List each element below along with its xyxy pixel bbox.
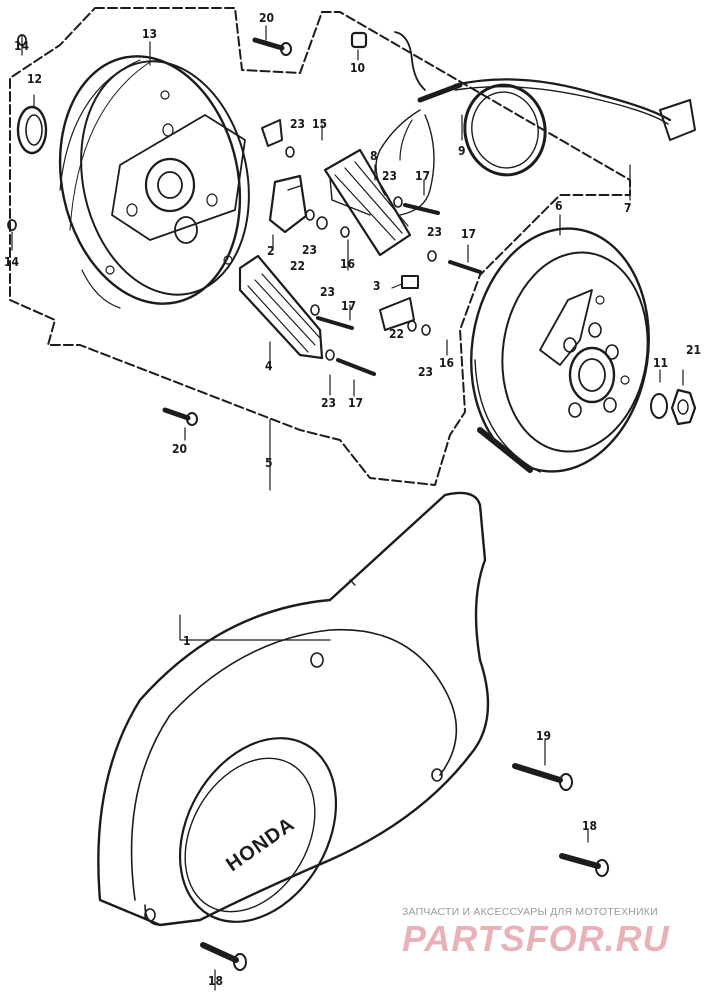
screw-part [316,203,482,376]
cover-brand-text: HONDA [222,813,299,876]
callout-label: 13 [142,27,158,41]
o-ring-part [7,219,17,231]
callout-label: 15 [312,117,328,131]
bolt-part [512,763,573,791]
callout-label: 23 [427,225,443,239]
bolt-part [252,37,292,56]
callout-label: 6 [555,199,563,213]
callout-label: 23 [418,365,434,379]
callout-label: 14 [4,255,20,269]
callout-label: 7 [624,201,632,215]
callout-label: 17 [348,396,364,410]
washer-part [285,146,437,361]
callout-label: 23 [382,169,398,183]
callout-label: 9 [458,144,466,158]
callout-label: 18 [582,819,598,833]
callout-label: 20 [172,442,188,456]
callout-label: 2 [267,244,275,258]
nut-part [670,388,697,426]
callout-label: 11 [653,356,669,370]
callout-label: 21 [686,343,702,357]
callout-label: 16 [340,257,356,271]
callout-label: 22 [290,259,306,273]
washer-part [650,393,668,419]
callout-label: 17 [341,299,357,313]
callout-label: 23 [302,243,318,257]
callout-label: 18 [208,974,224,988]
grommet-part [350,31,368,49]
callout-label: 8 [370,149,378,163]
callout-label: 16 [439,356,455,370]
callout-label: 23 [320,285,336,299]
callout-label: 22 [389,327,405,341]
callout-label: 20 [259,11,275,25]
watermark-tagline: ЗАПЧАСТИ И АКСЕССУАРЫ ДЛЯ МОТОТЕХНИКИ [402,906,658,918]
engine-cover-part [97,491,490,927]
callout-label: 10 [350,61,366,75]
callout-label: 4 [265,359,273,373]
charging-coil-part [238,254,324,360]
bolt-part [559,853,609,877]
contact-breaker-part [261,119,308,234]
flywheel-part [470,227,650,473]
callout-label: 5 [265,456,273,470]
rotor-part [58,55,250,309]
ignition-coil-part [323,148,412,257]
callout-label: 17 [461,227,477,241]
callout-label: 14 [14,39,30,53]
bolt-part [200,942,247,971]
callout-label: 12 [27,72,43,86]
callout-label: 23 [321,396,337,410]
watermark-logo-text: PARTSFOR.RU [402,918,670,959]
callout-label: 1 [183,634,191,648]
callout-label: 23 [290,117,306,131]
callout-label: 17 [415,169,431,183]
bolt-part [162,407,198,426]
callout-label: 19 [536,729,552,743]
condenser-part [379,275,419,331]
oil-seal-part [16,105,48,155]
leader-lines [11,25,684,991]
assembly-boundary [9,7,631,486]
callout-label: 3 [373,279,381,293]
